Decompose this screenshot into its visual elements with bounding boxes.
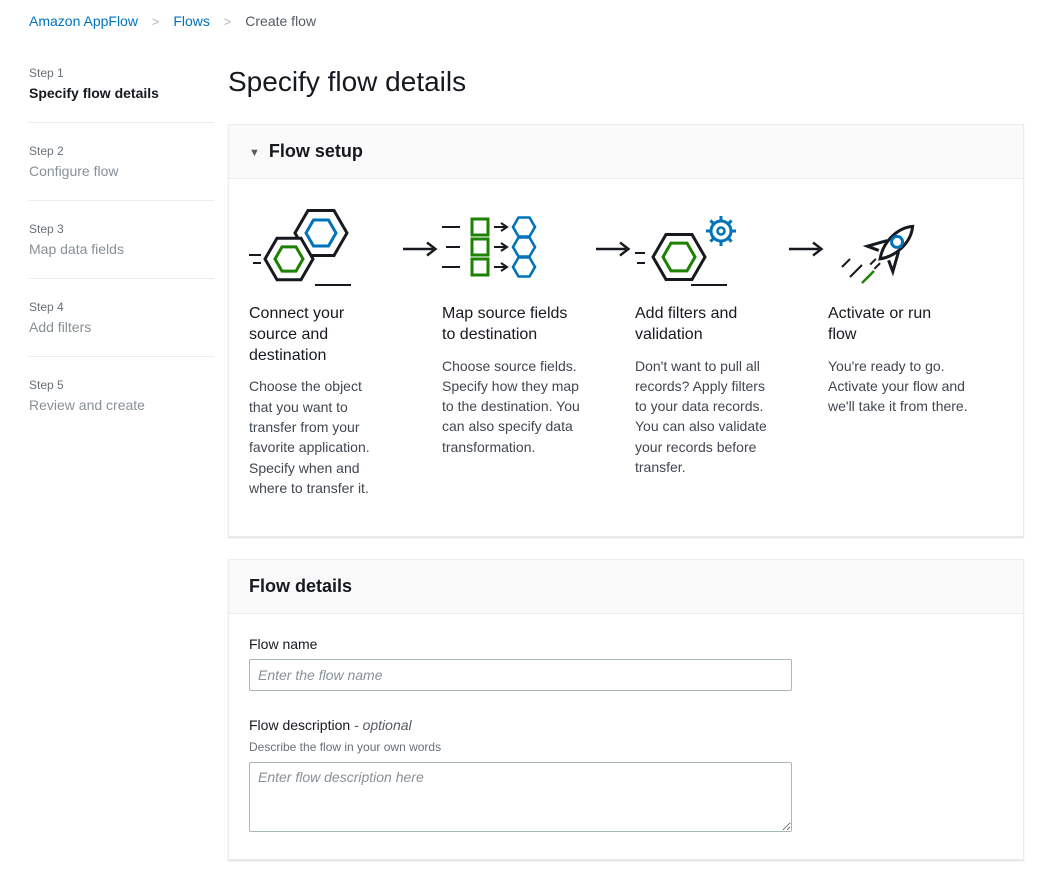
rocket-icon	[841, 224, 915, 284]
flow-setup-step-3: Add filters and validation Don't want to…	[635, 201, 785, 477]
breadcrumb-link-appflow[interactable]: Amazon AppFlow	[29, 13, 138, 29]
flow-setup-step-description: Choose source fields. Specify how they m…	[442, 357, 580, 455]
sidebar-item-step-2: Step 2 Configure flow	[29, 144, 214, 179]
flow-details-header: Flow details	[229, 560, 1023, 615]
sidebar-step-label[interactable]: Add filters	[29, 319, 92, 335]
arrow-right-icon	[399, 201, 442, 296]
wizard-steps-nav: Step 1 Specify flow details Step 2 Confi…	[0, 42, 226, 413]
flow-setup-step-description: Choose the object that you want to trans…	[249, 378, 370, 496]
flow-setup-step-description: Don't want to pull all records? Apply fi…	[635, 357, 767, 476]
divider	[29, 356, 214, 357]
step-number: Step 5	[29, 378, 64, 392]
flow-description-hint: Describe the flow in your own words	[249, 740, 442, 755]
step-number: Step 3	[29, 222, 64, 236]
flow-name-label: Flow name	[249, 636, 318, 653]
sidebar-item-step-4: Step 4 Add filters	[29, 300, 214, 335]
flow-setup-step-title: Activate or run flow	[828, 305, 932, 343]
main-content: Specify flow details ▼ Flow setup	[226, 42, 1042, 882]
chevron-right-icon: >	[223, 14, 232, 29]
flow-details-card: Flow details Flow name Flow description …	[228, 559, 1024, 861]
flow-setup-step-title: Connect your source and destination	[249, 305, 345, 364]
flow-description-field-group: Flow description - optional Describe the…	[249, 717, 1003, 835]
sidebar-step-label[interactable]: Specify flow details	[29, 85, 159, 101]
sidebar-step-label[interactable]: Review and create	[29, 397, 145, 413]
map-source-fields-icon	[442, 215, 537, 278]
step-number: Step 4	[29, 300, 64, 314]
flow-description-textarea[interactable]	[249, 762, 792, 833]
step-number: Step 1	[29, 66, 64, 80]
breadcrumb: Amazon AppFlow > Flows > Create flow	[0, 0, 1042, 42]
divider	[29, 200, 214, 201]
flow-name-input[interactable]	[249, 659, 792, 692]
flow-setup-header[interactable]: ▼ Flow setup	[229, 125, 1023, 179]
chevron-right-icon: >	[151, 14, 160, 29]
flow-description-label: Flow description - optional	[249, 717, 1003, 733]
sidebar-item-step-3: Step 3 Map data fields	[29, 222, 214, 257]
flow-setup-step-description: You're ready to go. Activate your flow a…	[828, 357, 968, 415]
collapse-caret-icon[interactable]: ▼	[249, 147, 260, 159]
page-title: Specify flow details	[228, 66, 467, 97]
step-number: Step 2	[29, 144, 64, 158]
breadcrumb-link-flows[interactable]: Flows	[173, 13, 210, 29]
flow-name-field-group: Flow name	[249, 636, 1003, 692]
flow-setup-card: ▼ Flow setup	[228, 124, 1024, 538]
breadcrumb-current-create-flow: Create flow	[245, 13, 317, 29]
flow-setup-step-title: Map source fields to destination	[442, 305, 568, 343]
flow-details-body: Flow name Flow description - optional De…	[229, 614, 1023, 859]
flow-setup-step-title: Add filters and validation	[635, 305, 738, 343]
sidebar-step-label[interactable]: Map data fields	[29, 241, 124, 257]
divider	[29, 278, 214, 279]
arrow-right-icon	[785, 201, 828, 296]
sidebar-item-step-5: Step 5 Review and create	[29, 378, 214, 413]
filters-validation-icon	[635, 215, 736, 286]
optional-tag: - optional	[354, 717, 412, 734]
flow-setup-body: Connect your source and destination Choo…	[229, 179, 1023, 536]
flow-details-title: Flow details	[249, 576, 353, 597]
flow-setup-title: Flow setup	[268, 141, 363, 161]
flow-setup-step-2: Map source fields to destination Choose …	[442, 201, 592, 457]
arrow-right-icon	[592, 201, 635, 296]
sidebar-step-label[interactable]: Configure flow	[29, 163, 119, 179]
connect-source-destination-icon	[249, 208, 351, 286]
divider	[29, 122, 214, 123]
sidebar-item-step-1: Step 1 Specify flow details	[29, 66, 214, 101]
flow-setup-step-4: Activate or run flow You're ready to go.…	[828, 201, 978, 416]
flow-description-label-text: Flow description	[249, 717, 355, 734]
flow-setup-step-1: Connect your source and destination Choo…	[249, 201, 399, 498]
